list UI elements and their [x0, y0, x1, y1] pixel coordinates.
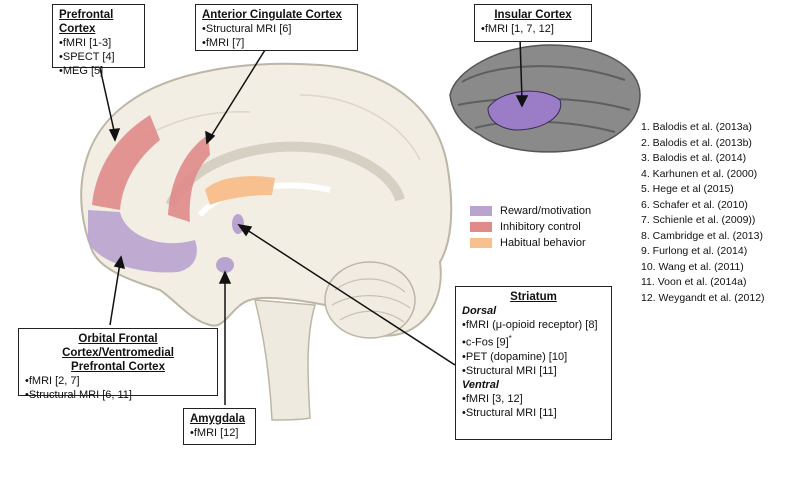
- legend-swatch: [470, 206, 492, 216]
- ofc-item: •fMRI [2, 7]: [25, 375, 80, 387]
- acc-title: Anterior Cingulate Cortex: [202, 9, 342, 21]
- reference-item: 8. Cambridge et al. (2013): [641, 229, 763, 242]
- acc-item: •Structural MRI [6]: [202, 23, 292, 35]
- corpus-callosum: [165, 141, 405, 208]
- prefrontal-title: Prefrontal Cortex: [59, 9, 114, 35]
- legend-item: Habitual behavior: [470, 235, 591, 251]
- reference-item: 2. Balodis et al. (2013b): [641, 136, 752, 149]
- striatum-ventral-label: Ventral: [462, 378, 499, 391]
- amygdala-item: •fMRI [12]: [190, 427, 239, 439]
- insular-item: •fMRI [1, 7, 12]: [481, 23, 554, 35]
- reference-item: 7. Schienle et al. (2009)): [641, 214, 756, 226]
- insula-highlight: [487, 90, 562, 131]
- brainstem: [254, 299, 316, 421]
- reference-list: 1. Balodis et al. (2013a) 2. Balodis et …: [641, 120, 765, 306]
- prefrontal-item: •SPECT [4]: [59, 51, 115, 63]
- ofc-title-line1: Orbital Frontal Cortex/Ventromedial: [62, 333, 174, 359]
- orbitofrontal-region: [88, 210, 197, 273]
- striatum-box: Striatum Dorsal •fMRI (μ-opioid receptor…: [455, 286, 612, 440]
- reference-item: 5. Hege et al (2015): [641, 183, 734, 195]
- striatum-dorsal-item: •fMRI (μ-opioid receptor) [8]: [462, 319, 598, 331]
- striatum-dorsal-label: Dorsal: [462, 305, 497, 317]
- reference-item: 12. Weygandt et al. (2012): [641, 291, 765, 304]
- cfos-mark: *: [508, 334, 512, 343]
- anterior-cingulate-region: [168, 135, 210, 222]
- legend-item: Reward/motivation: [470, 203, 591, 219]
- striatum-dorsal-item: •Structural MRI [11]: [462, 364, 557, 377]
- legend-swatch: [470, 238, 492, 248]
- striatum-title: Striatum: [510, 291, 557, 303]
- striatum-ventral-item: •Structural MRI [11]: [462, 406, 557, 419]
- reference-item: 9. Furlong et al. (2014): [641, 245, 748, 257]
- legend: Reward/motivation Inhibitory control Hab…: [470, 203, 591, 251]
- prefrontal-cortex-box: Prefrontal Cortex •fMRI [1-3] •SPECT [4]…: [52, 4, 145, 77]
- ofc-item: •Structural MRI [6, 11]: [25, 389, 132, 401]
- amygdala-region: [216, 257, 234, 273]
- reference-item: 4. Karhunen et al. (2000): [641, 167, 758, 180]
- prefrontal-region: [92, 115, 160, 210]
- habitual-region: [205, 176, 275, 205]
- reference-item: 10. Wang et al. (2011): [641, 260, 744, 273]
- reference-item: 6. Schafer et al. (2010): [641, 198, 748, 211]
- prefrontal-item: •MEG [5]: [59, 65, 104, 77]
- legend-label: Inhibitory control: [500, 221, 581, 233]
- striatum-dorsal-item: •c-Fos [9]*: [462, 332, 605, 350]
- legend-swatch: [470, 222, 492, 232]
- insular-title: Insular Cortex: [494, 9, 572, 21]
- legend-label: Reward/motivation: [500, 205, 592, 217]
- ofc-box: Orbital Frontal Cortex/Ventromedial Pref…: [18, 328, 218, 401]
- reference-item: 3. Balodis et al. (2014): [641, 152, 747, 164]
- legend-item: Inhibitory control: [470, 219, 591, 235]
- reference-item: 11. Voon et al. (2014a): [641, 276, 747, 288]
- reference-item: 1. Balodis et al. (2013a): [641, 121, 752, 133]
- insular-cortex-box: Insular Cortex •fMRI [1, 7, 12]: [474, 4, 592, 42]
- amygdala-box: Amygdala •fMRI [12]: [183, 408, 256, 445]
- prefrontal-item: •fMRI [1-3]: [59, 37, 112, 49]
- anterior-cingulate-box: Anterior Cingulate Cortex •Structural MR…: [195, 4, 358, 51]
- ofc-title-line2: Prefrontal Cortex: [71, 361, 165, 373]
- legend-label: Habitual behavior: [500, 237, 586, 249]
- striatum-dorsal-item: •PET (dopamine) [10]: [462, 350, 568, 363]
- striatum-region: [232, 214, 244, 234]
- striatum-ventral-item: •fMRI [3, 12]: [462, 392, 523, 405]
- cerebellum: [324, 261, 416, 339]
- amygdala-title: Amygdala: [190, 413, 245, 425]
- acc-item: •fMRI [7]: [202, 37, 245, 49]
- cfos-text: •c-Fos [9]: [462, 336, 509, 349]
